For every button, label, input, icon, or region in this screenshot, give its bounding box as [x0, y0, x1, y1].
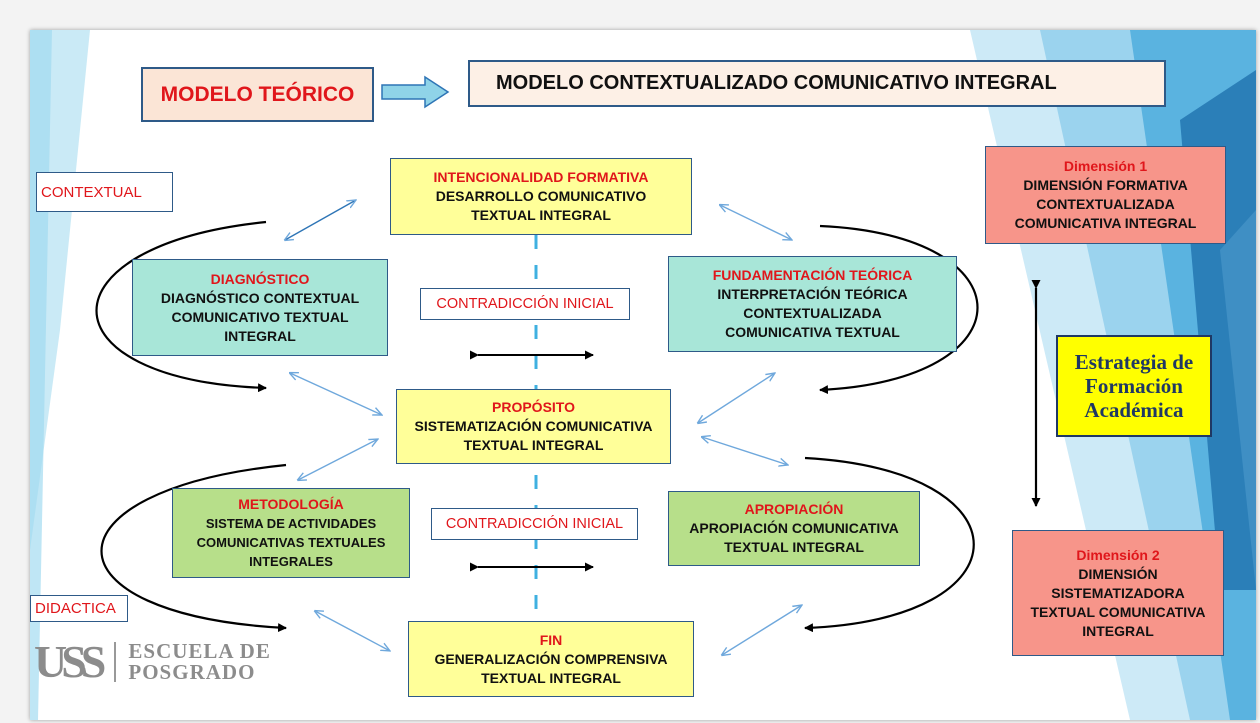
logo-line-2: POSGRADO [128, 659, 256, 684]
dimension-1-line: DIMENSIÓN FORMATIVA [1023, 177, 1188, 193]
proposito-title: PROPÓSITO [492, 399, 575, 415]
diagnostico-line: DIAGNÓSTICO CONTEXTUAL [160, 289, 360, 306]
dimension-2-line: INTEGRAL [1082, 622, 1154, 639]
logo-line-1: ESCUELA DE [128, 638, 271, 663]
fin-line: GENERALIZACIÓN COMPRENSIVA [434, 650, 668, 667]
intencionalidad-line: TEXTUAL INTEGRAL [471, 207, 611, 223]
dimension-1-title: Dimensión 1 [1063, 158, 1148, 174]
proposito-line: TEXTUAL INTEGRAL [463, 437, 604, 453]
uss-logo-mark: USS [34, 636, 106, 687]
dimension-2-line: DIMENSIÓN [1078, 565, 1158, 582]
metodologia-line: INTEGRALES [249, 554, 333, 569]
fundamentacion-line: CONTEXTUALIZADA [743, 305, 882, 321]
estrategia-box: Estrategia de Formación Académica [1056, 335, 1212, 437]
contextual-label: CONTEXTUAL [36, 172, 173, 212]
dimension-2-line: SISTEMATIZADORA [1051, 584, 1185, 601]
dimension-1-box: Dimensión 1 DIMENSIÓN FORMATIVA CONTEXTU… [985, 146, 1226, 244]
estrategia-line: Estrategia de [1074, 350, 1194, 374]
contradiccion-label-2: CONTRADICCIÓN INICIAL [431, 508, 638, 540]
fin-box: FIN GENERALIZACIÓN COMPRENSIVA TEXTUAL I… [408, 621, 694, 697]
proposito-line: SISTEMATIZACIÓN COMUNICATIVA [414, 418, 653, 434]
proposito-box: PROPÓSITO SISTEMATIZACIÓN COMUNICATIVA T… [396, 389, 671, 464]
logo-text: ESCUELA DE POSGRADO [128, 638, 271, 684]
modelo-teorico-box: MODELO TEÓRICO [141, 67, 374, 122]
diagnostico-line: COMUNICATIVO TEXTUAL [171, 308, 349, 325]
estrategia-line: Formación [1085, 374, 1183, 398]
contradiccion-text-2: CONTRADICCIÓN INICIAL [445, 516, 624, 532]
metodologia-line: SISTEMA DE ACTIVIDADES [205, 516, 377, 531]
contradiccion-text-1: CONTRADICCIÓN INICIAL [436, 296, 614, 312]
titulo-box: MODELO CONTEXTUALIZADO COMUNICATIVO INTE… [468, 60, 1166, 107]
didactica-text: DIDACTICA [35, 600, 116, 617]
apropiacion-line: TEXTUAL INTEGRAL [724, 539, 864, 555]
fin-line: TEXTUAL INTEGRAL [481, 669, 621, 686]
dimension-1-line: COMUNICATIVA INTEGRAL [1014, 215, 1197, 231]
contextual-text: CONTEXTUAL [41, 183, 142, 201]
metodologia-title: METODOLOGÍA [238, 496, 344, 512]
metodologia-box: METODOLOGÍA SISTEMA DE ACTIVIDADES COMUN… [172, 488, 410, 578]
dimension-2-title: Dimensión 2 [1076, 546, 1160, 563]
apropiacion-line: APROPIACIÓN COMUNICATIVA [689, 520, 899, 536]
estrategia-line: Académica [1084, 398, 1184, 422]
uss-logo: USS ESCUELA DE POSGRADO [34, 635, 271, 688]
logo-separator [114, 641, 117, 682]
fundamentacion-box: FUNDAMENTACIÓN TEÓRICA INTERPRETACIÓN TE… [668, 256, 957, 352]
modelo-teorico-label: MODELO TEÓRICO [160, 83, 355, 106]
diagnostico-line: INTEGRAL [224, 327, 296, 344]
page-title: MODELO CONTEXTUALIZADO COMUNICATIVO INTE… [496, 72, 1057, 94]
apropiacion-title: APROPIACIÓN [744, 501, 844, 517]
dimension-2-box: Dimensión 2 DIMENSIÓN SISTEMATIZADORA TE… [1012, 530, 1224, 656]
contradiccion-label-1: CONTRADICCIÓN INICIAL [420, 288, 630, 320]
slide: MODELO TEÓRICO MODELO CONTEXTUALIZADO CO… [30, 30, 1256, 720]
fundamentacion-line: COMUNICATIVA TEXTUAL [725, 324, 900, 340]
intencionalidad-box: INTENCIONALIDAD FORMATIVA DESARROLLO COM… [390, 158, 692, 235]
fundamentacion-line: INTERPRETACIÓN TEÓRICA [717, 286, 908, 302]
dimension-2-line: TEXTUAL COMUNICATIVA [1030, 603, 1206, 620]
fin-title: FIN [539, 631, 563, 648]
intencionalidad-title: INTENCIONALIDAD FORMATIVA [433, 169, 649, 185]
didactica-label: DIDACTICA [30, 595, 128, 622]
dimension-1-line: CONTEXTUALIZADA [1036, 196, 1175, 212]
diagnostico-title: DIAGNÓSTICO [210, 270, 310, 287]
apropiacion-box: APROPIACIÓN APROPIACIÓN COMUNICATIVA TEX… [668, 491, 920, 566]
diagnostico-box: DIAGNÓSTICO DIAGNÓSTICO CONTEXTUAL COMUN… [132, 259, 388, 356]
intencionalidad-line: DESARROLLO COMUNICATIVO [435, 188, 647, 204]
metodologia-line: COMUNICATIVAS TEXTUALES [196, 535, 386, 550]
fundamentacion-title: FUNDAMENTACIÓN TEÓRICA [712, 267, 913, 283]
